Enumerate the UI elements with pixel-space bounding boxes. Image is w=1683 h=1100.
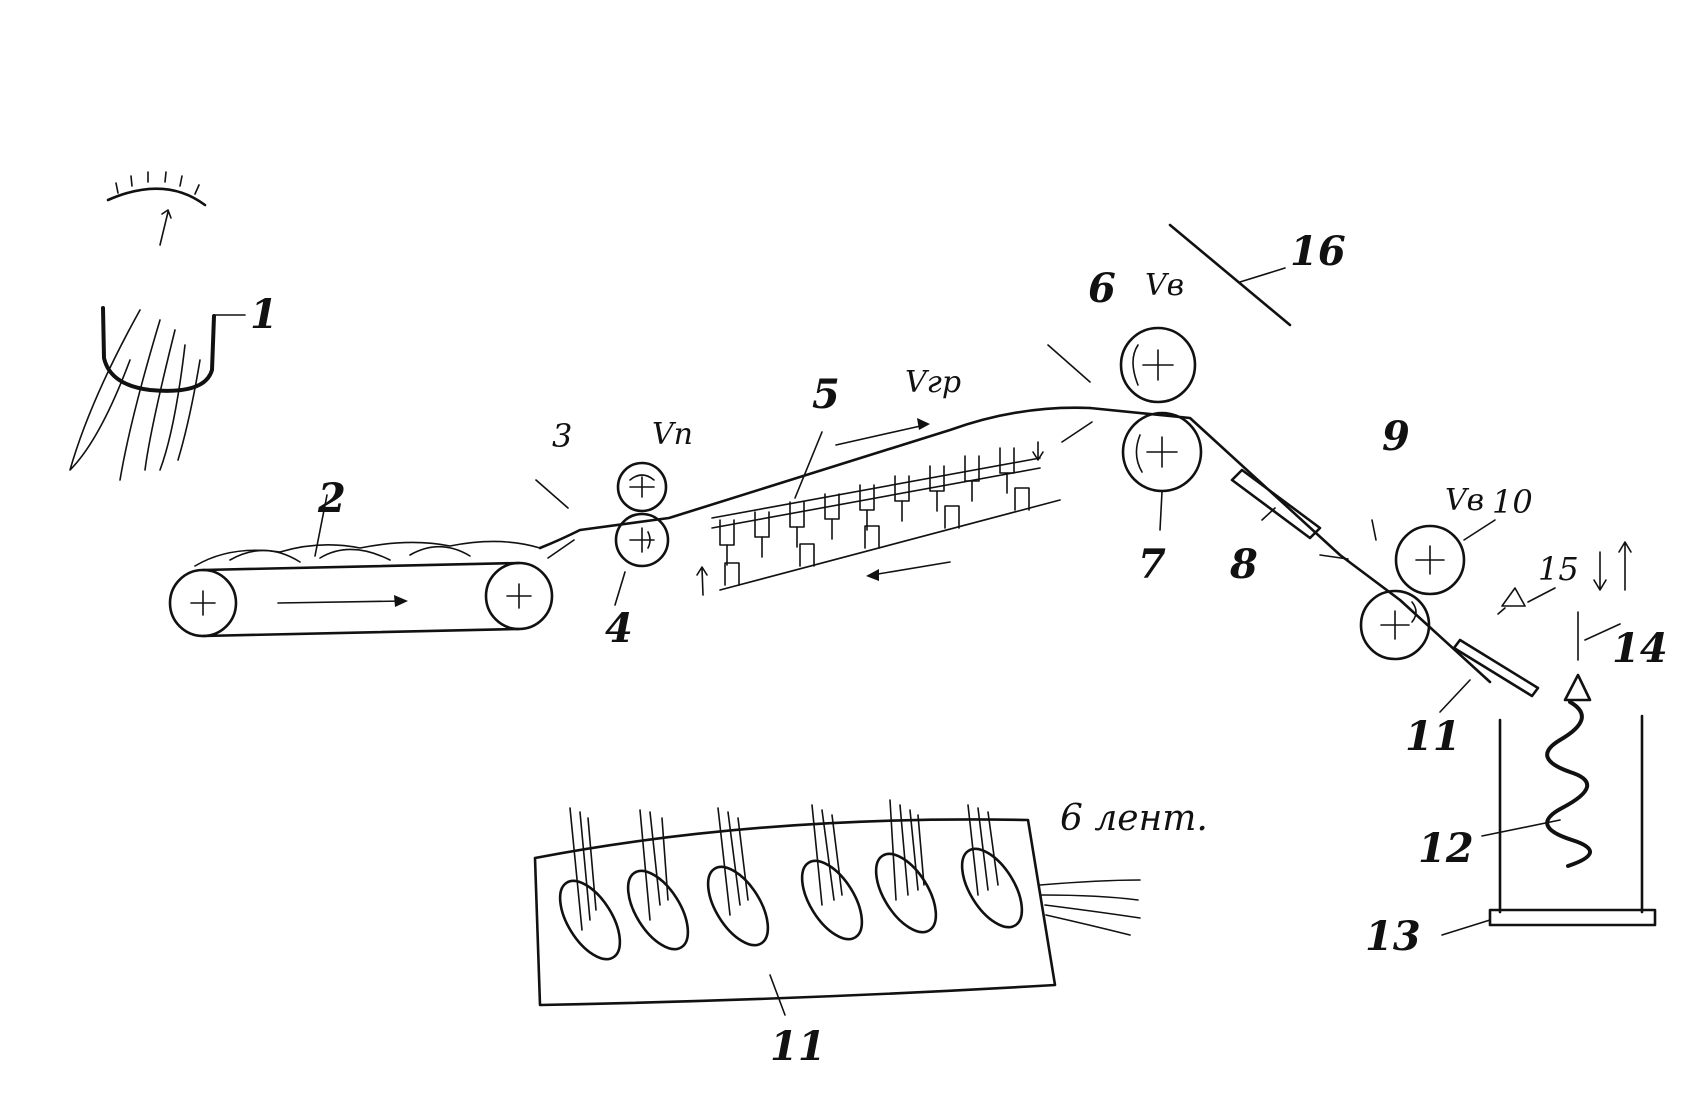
lower-guide-plate (1439, 638, 1540, 713)
leader-16 (1239, 267, 1286, 283)
label-8: 8 (1229, 541, 1258, 588)
label-5: 5 (812, 371, 840, 418)
sliver-can (1441, 700, 1657, 936)
feed-rollers (535, 461, 670, 606)
sensor (1497, 587, 1556, 615)
guard-line (1168, 223, 1292, 327)
label-13: 13 (1365, 913, 1421, 960)
label-16: 16 (1290, 228, 1346, 275)
label-15: 15 (1538, 550, 1579, 588)
inset-six-slivers (533, 799, 1141, 1016)
label-11-small: 11 (1405, 713, 1461, 760)
speed-draw: Vв (1145, 268, 1184, 303)
label-4: 4 (605, 605, 633, 652)
fiber-bale-hopper (69, 171, 246, 481)
label-7: 7 (1138, 541, 1166, 588)
speed-comb: Vгр (905, 365, 961, 400)
label-10: 10 (1492, 483, 1533, 521)
label-9: 9 (1382, 413, 1410, 460)
label-2: 2 (317, 475, 346, 522)
coiler-head (1563, 541, 1632, 702)
label-11-large: 11 (770, 1023, 826, 1070)
feed-conveyor (168, 494, 554, 638)
note-six-slivers: 6 лент. (1060, 798, 1208, 839)
label-14: 14 (1612, 625, 1668, 672)
delivery-rollers (1359, 519, 1496, 661)
drafting-rollers-front (1047, 326, 1203, 531)
speed-draw-2: Vв (1445, 483, 1484, 518)
label-3: 3 (552, 417, 572, 455)
label-1: 1 (250, 291, 278, 338)
label-12: 12 (1418, 825, 1474, 872)
label-6: 6 (1088, 265, 1116, 312)
comb-field (538, 406, 1092, 596)
speed-feed: Vn (652, 417, 693, 452)
